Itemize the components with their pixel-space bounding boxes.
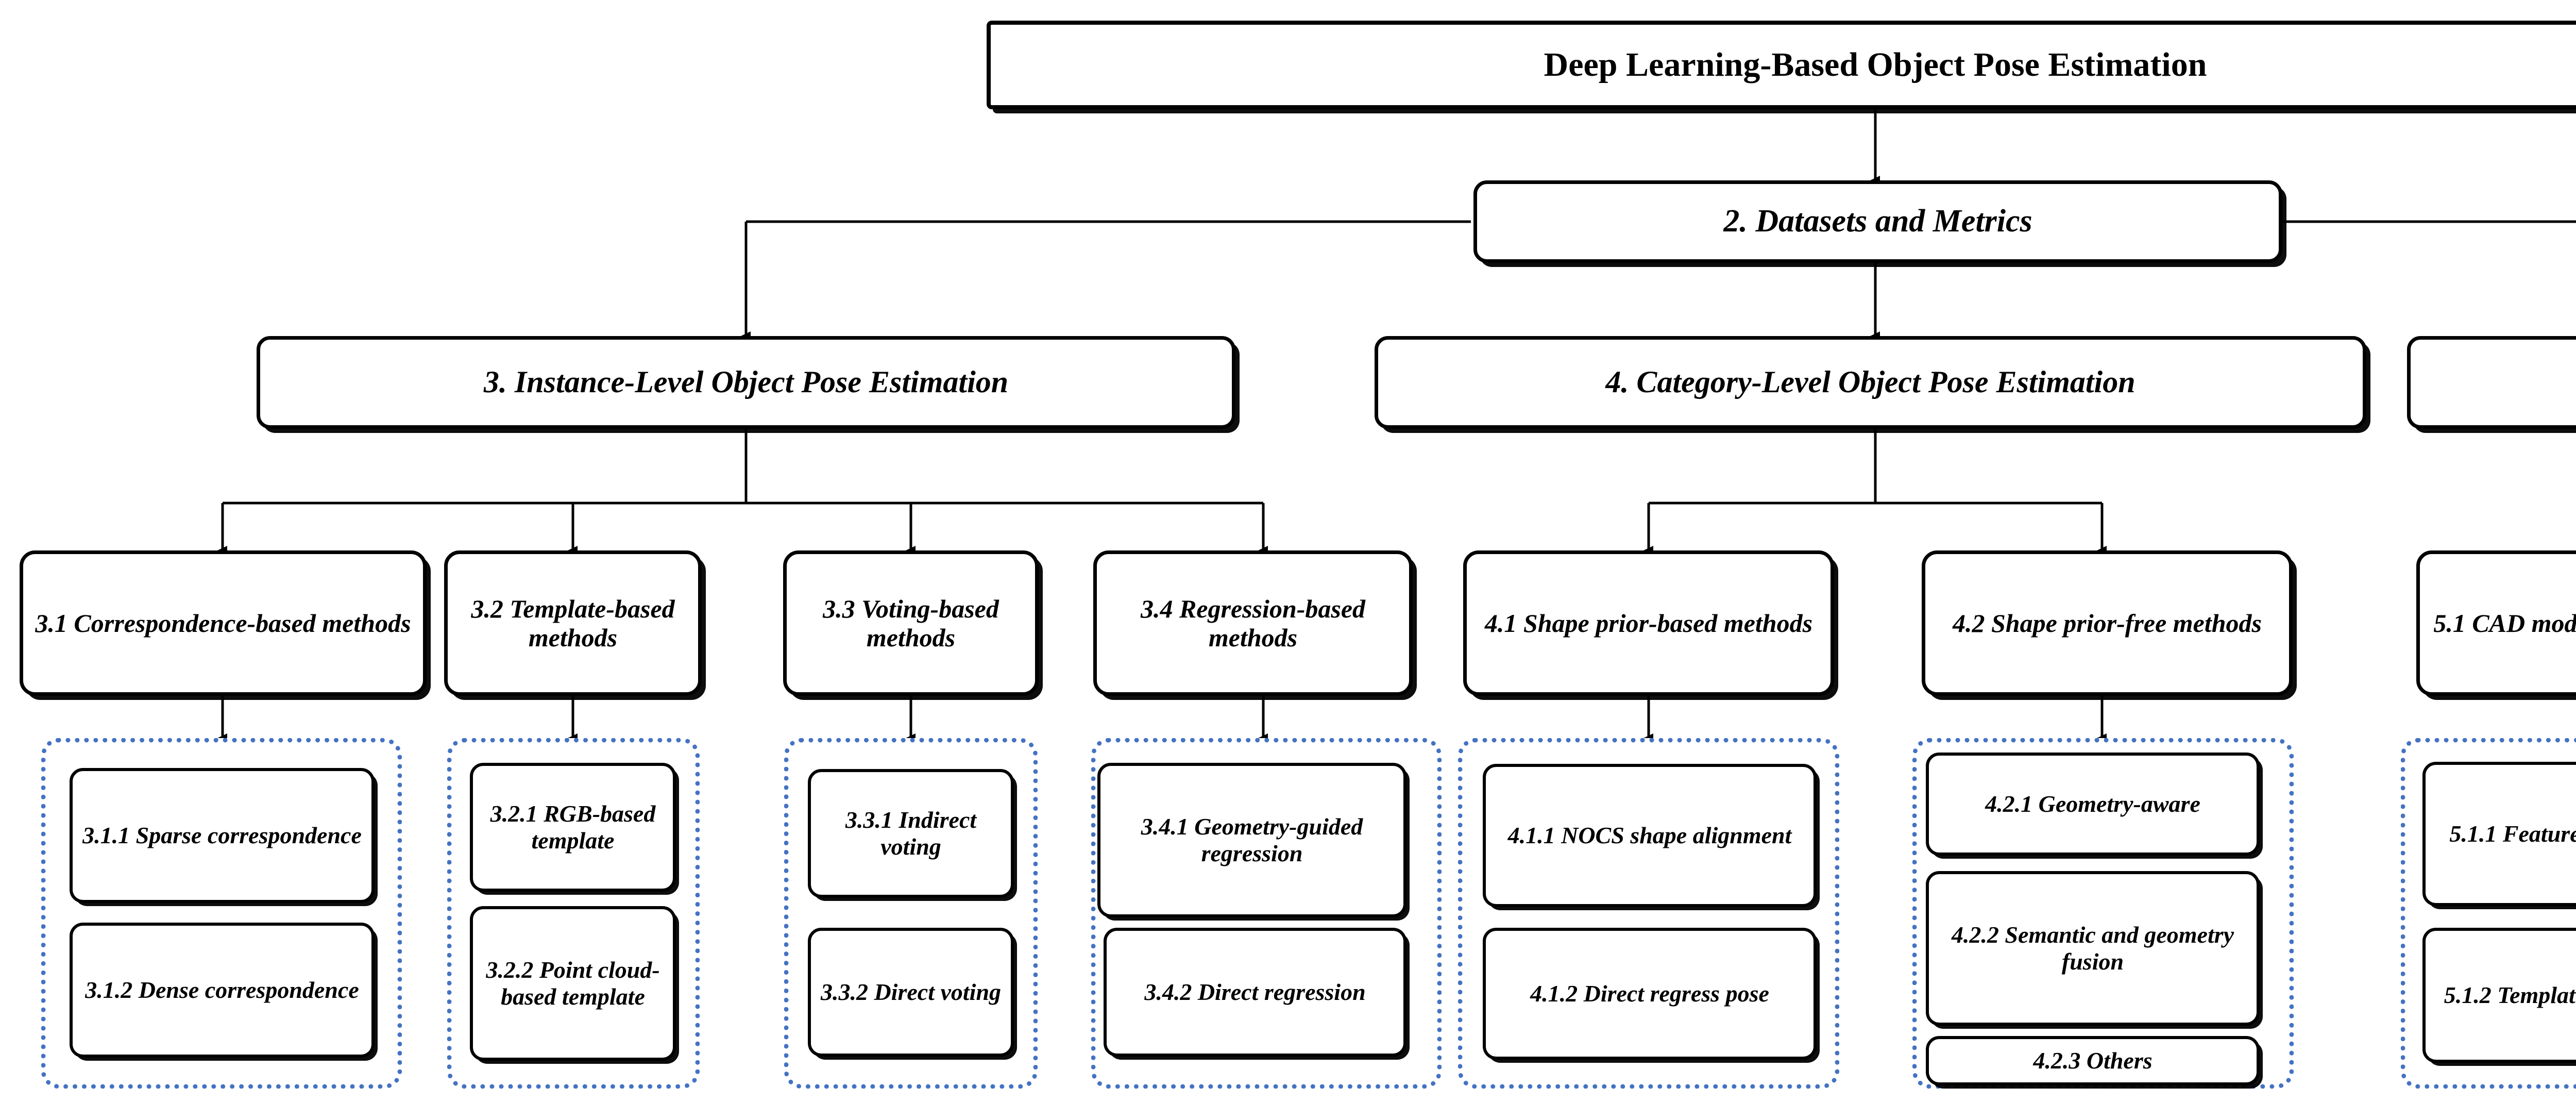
leaf-4-2-2-semantic-and-geometry-fusion[interactable]: 4.2.2 Semantic and geometry fusion: [1926, 871, 2260, 1026]
leaf-3-4-1-label: 3.4.1 Geometry-guided regression: [1141, 813, 1363, 866]
node-template-based-label: 3.2 Template-based methods: [471, 594, 675, 652]
leaf-4-1-1-nocs-shape-alignment[interactable]: 4.1.1 NOCS shape alignment: [1483, 764, 1817, 907]
node-datasets-and-metrics[interactable]: 2. Datasets and Metrics: [1473, 180, 2282, 263]
node-voting-based-label: 3.3 Voting-based methods: [823, 594, 999, 652]
leaf-4-1-2-label: 4.1.2 Direct regress pose: [1530, 980, 1769, 1007]
node-template-based[interactable]: 3.2 Template-based methods: [444, 550, 702, 696]
node-category-level-label: 4. Category-Level Object Pose Estimation: [1605, 365, 2136, 399]
node-shape-prior-based-label: 4.1 Shape prior-based methods: [1484, 609, 1813, 638]
leaf-5-1-1-feature-matching-based[interactable]: 5.1.1 Feature matching-based: [2422, 762, 2576, 906]
leaf-3-2-2-label: 3.2.2 Point cloud-based template: [486, 957, 660, 1010]
leaf-5-1-2-label: 5.1.2 Template matching-based: [2444, 982, 2576, 1009]
leaf-3-2-1-label: 3.2.1 RGB-based template: [490, 800, 656, 854]
node-datasets-and-metrics-label: 2. Datasets and Metrics: [1723, 204, 2032, 239]
leaf-4-2-3-others[interactable]: 4.2.3 Others: [1926, 1036, 2260, 1085]
node-root-title-label: Deep Learning-Based Object Pose Estimati…: [1544, 46, 2207, 84]
leaf-3-1-2-dense-correspondence[interactable]: 3.1.2 Dense correspondence: [70, 923, 375, 1058]
leaf-3-3-1-label: 3.3.1 Indirect voting: [845, 807, 977, 860]
leaf-3-4-2-label: 3.4.2 Direct regression: [1144, 979, 1366, 1006]
leaf-4-2-1-label: 4.2.1 Geometry-aware: [1985, 791, 2200, 817]
leaf-3-2-2-point-cloud-based-template[interactable]: 3.2.2 Point cloud-based template: [470, 906, 676, 1061]
leaf-3-1-2-label: 3.1.2 Dense correspondence: [85, 977, 359, 1004]
node-cad-model-based-label: 5.1 CAD model-based methods: [2433, 609, 2576, 638]
node-root-title[interactable]: Deep Learning-Based Object Pose Estimati…: [987, 21, 2576, 109]
node-correspondence-based-label: 3.1 Correspondence-based methods: [35, 609, 411, 638]
node-voting-based[interactable]: 3.3 Voting-based methods: [783, 550, 1039, 696]
node-category-level[interactable]: 4. Category-Level Object Pose Estimation: [1375, 336, 2366, 429]
leaf-3-4-2-direct-regression[interactable]: 3.4.2 Direct regression: [1104, 928, 1406, 1057]
node-unseen-object[interactable]: 5. Unseen Object Pose Estimation: [2407, 336, 2576, 429]
leaf-4-2-2-label: 4.2.2 Semantic and geometry fusion: [1951, 922, 2234, 975]
leaf-4-2-1-geometry-aware[interactable]: 4.2.1 Geometry-aware: [1926, 753, 2260, 856]
node-regression-based-label: 3.4 Regression-based methods: [1140, 594, 1366, 652]
node-correspondence-based[interactable]: 3.1 Correspondence-based methods: [20, 550, 427, 696]
leaf-3-1-1-label: 3.1.1 Sparse correspondence: [82, 822, 362, 849]
node-instance-level[interactable]: 3. Instance-Level Object Pose Estimation: [257, 336, 1235, 429]
node-instance-level-label: 3. Instance-Level Object Pose Estimation: [483, 365, 1009, 399]
leaf-4-1-2-direct-regress-pose[interactable]: 4.1.2 Direct regress pose: [1483, 928, 1817, 1060]
leaf-5-1-2-template-matching-based[interactable]: 5.1.2 Template matching-based: [2422, 928, 2576, 1063]
node-shape-prior-free-label: 4.2 Shape prior-free methods: [1953, 609, 2262, 638]
leaf-3-3-1-indirect-voting[interactable]: 3.3.1 Indirect voting: [808, 769, 1014, 898]
node-regression-based[interactable]: 3.4 Regression-based methods: [1093, 550, 1413, 696]
leaf-3-3-2-label: 3.3.2 Direct voting: [820, 979, 1002, 1006]
leaf-5-1-1-label: 5.1.1 Feature matching-based: [2449, 821, 2576, 847]
node-shape-prior-based[interactable]: 4.1 Shape prior-based methods: [1463, 550, 1834, 696]
leaf-4-2-3-label: 4.2.3 Others: [2033, 1047, 2153, 1074]
leaf-3-4-1-geometry-guided-regression[interactable]: 3.4.1 Geometry-guided regression: [1097, 763, 1406, 917]
leaf-4-1-1-label: 4.1.1 NOCS shape alignment: [1507, 822, 1792, 849]
node-shape-prior-free[interactable]: 4.2 Shape prior-free methods: [1922, 550, 2293, 696]
leaf-3-1-1-sparse-correspondence[interactable]: 3.1.1 Sparse correspondence: [70, 768, 375, 903]
node-cad-model-based[interactable]: 5.1 CAD model-based methods: [2416, 550, 2576, 696]
leaf-3-3-2-direct-voting[interactable]: 3.3.2 Direct voting: [808, 928, 1014, 1057]
leaf-3-2-1-rgb-based-template[interactable]: 3.2.1 RGB-based template: [470, 763, 676, 892]
